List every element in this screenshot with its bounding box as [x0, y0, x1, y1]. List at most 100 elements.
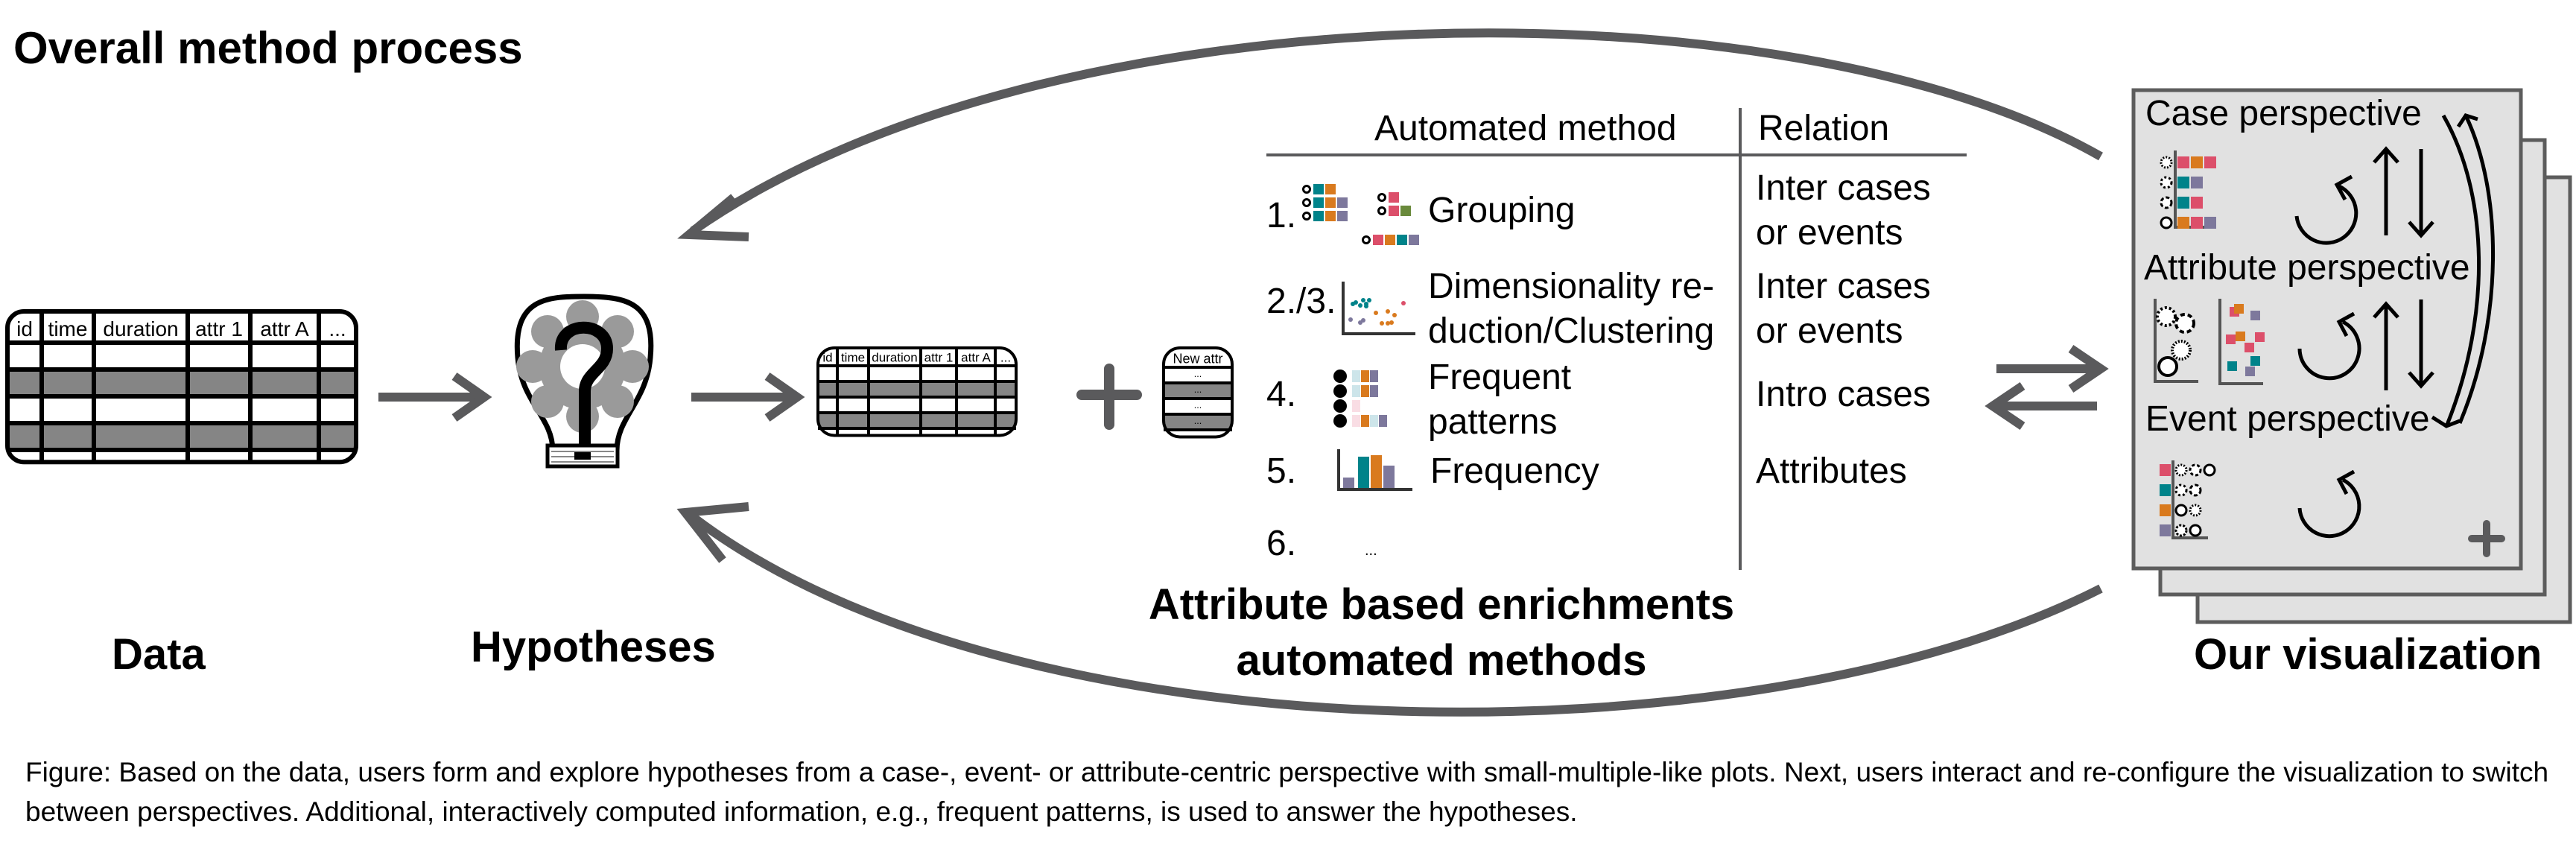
event-square — [2191, 217, 2203, 229]
data-label: Data — [112, 630, 206, 679]
scatter-point — [1361, 298, 1365, 302]
attribute-perspective-label: Attribute perspective — [2144, 248, 2470, 288]
scatter-point — [1392, 313, 1397, 317]
bidirectional-arrows-icon — [1985, 345, 2109, 430]
event-square — [2204, 156, 2216, 168]
scatter-point — [1358, 303, 1362, 308]
event-square — [2191, 177, 2203, 188]
event-square — [2160, 464, 2171, 476]
methods-table: Automated method Relation 1. Grouping In… — [1266, 108, 1967, 570]
event-square — [1400, 206, 1411, 216]
event-square — [2227, 361, 2237, 371]
event-square — [2226, 334, 2236, 344]
event-square — [2160, 524, 2171, 536]
case-marker — [2174, 463, 2188, 477]
table-header-cell: attr 1 — [195, 317, 243, 340]
scatter-point — [1386, 321, 1390, 326]
axis — [2171, 460, 2208, 539]
table-row — [1165, 383, 1231, 399]
visualization-label: Our visualization — [2194, 630, 2542, 679]
scatter-point — [1389, 320, 1394, 325]
feedback-arc-top — [690, 28, 2103, 235]
case-marker — [2160, 176, 2173, 189]
table-header-cell: ... — [329, 317, 346, 340]
grouping-icon — [1302, 184, 1419, 245]
scatter-point — [1348, 317, 1353, 322]
header-relation: Relation — [1758, 109, 1889, 148]
method-grouping: Grouping — [1428, 191, 1575, 230]
bar — [1358, 457, 1369, 488]
cycle-perspective-arrows-icon — [2431, 113, 2496, 428]
pattern-square — [1352, 400, 1360, 412]
event-square — [1337, 197, 1348, 208]
table-header-cell: attr A — [961, 351, 991, 365]
lightbulb-question-gear-icon — [514, 294, 654, 469]
case-marker — [1377, 206, 1386, 215]
method-frequent-patterns: patterns — [1428, 402, 1557, 442]
bar — [1383, 466, 1395, 488]
plus-icon — [1076, 364, 1142, 430]
new-attribute-column: New attr............ — [1162, 346, 1234, 439]
event-square — [1389, 192, 1399, 203]
relation-text: or events — [1756, 311, 1903, 351]
table-header-cell: ... — [1000, 351, 1011, 365]
event-square — [1385, 235, 1395, 245]
relation-text: Intro cases — [1756, 375, 1931, 414]
relation-text: Attributes — [1756, 451, 1907, 491]
event-square — [1325, 197, 1336, 208]
event-square — [1397, 235, 1407, 245]
method-frequency: Frequency — [1430, 451, 1599, 491]
pattern-square — [1370, 385, 1378, 397]
method-number: 1. — [1266, 196, 1296, 235]
event-square — [1313, 184, 1324, 194]
pattern-square — [1361, 415, 1369, 427]
event-square — [2191, 197, 2203, 209]
case-marker — [2174, 483, 2188, 497]
case-marker — [1333, 370, 1347, 383]
pattern-square — [1370, 415, 1378, 427]
attribute-perspective-plot — [2154, 299, 2265, 385]
figure-title: Overall method process — [13, 23, 523, 73]
methods-label-line1: Attribute based enrichments — [1148, 580, 1735, 629]
relation-text: Inter cases — [1756, 267, 1931, 306]
scatter-cluster-icon — [1342, 282, 1415, 335]
add-perspective-plus-icon[interactable] — [2468, 520, 2505, 557]
event-square — [2234, 304, 2244, 314]
case-marker — [1302, 198, 1311, 207]
attribute-marker — [2171, 340, 2192, 361]
event-perspective-label: Event perspective — [2145, 399, 2430, 439]
event-square — [1373, 235, 1383, 245]
hypotheses-label: Hypotheses — [471, 623, 716, 671]
case-marker — [1377, 193, 1386, 202]
case-marker — [2174, 524, 2188, 537]
case-marker — [2160, 156, 2173, 169]
case-marker — [1333, 399, 1347, 413]
case-perspective-plot — [2160, 150, 2216, 229]
table-header-cell: time — [841, 351, 865, 365]
method-number: 4. — [1266, 375, 1296, 414]
table-header-cell: duration — [103, 317, 178, 340]
event-perspective-plot — [2160, 460, 2216, 539]
table-header-cell: attr A — [260, 317, 309, 340]
method-number: 5. — [1266, 451, 1296, 491]
case-marker — [2203, 463, 2216, 477]
methods-label-line2: automated methods — [1236, 636, 1647, 685]
relation-text: Inter cases — [1756, 168, 1931, 208]
table-header-cell: time — [48, 317, 88, 340]
case-marker — [2160, 216, 2173, 229]
figure-caption: Figure: Based on the data, users form an… — [25, 757, 2549, 827]
scatter-point — [1367, 298, 1371, 302]
method-number: 6. — [1266, 524, 1296, 563]
bar-chart-icon — [1337, 449, 1412, 491]
switch-perspective-arrows-icon — [2373, 146, 2434, 390]
event-square — [1325, 211, 1336, 221]
bar — [1371, 455, 1382, 488]
scatter-point — [1401, 301, 1406, 305]
method-frequent-patterns: Frequent — [1428, 358, 1571, 397]
feedback-arc-top-head — [677, 194, 749, 241]
event-square — [2245, 367, 2255, 376]
event-square — [1313, 197, 1324, 208]
table-header-cell: New attr — [1173, 351, 1222, 366]
